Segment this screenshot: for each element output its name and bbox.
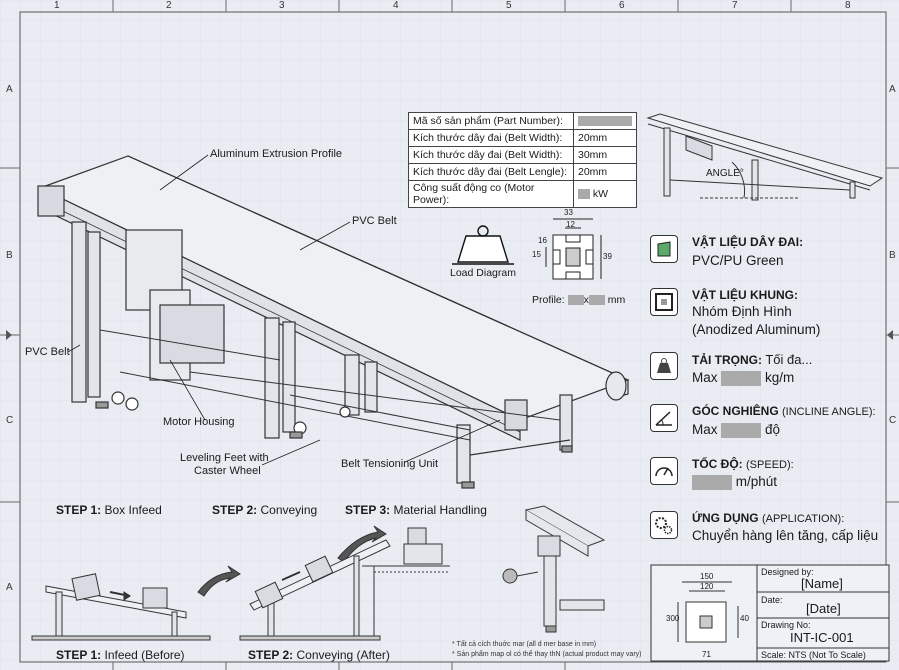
callout-profile: Aluminum Extrusion Profile: [210, 148, 343, 160]
callout-pvc-belt-left: PVC Belt: [25, 346, 70, 358]
property-heading: VẬT LIỆU DÂY ĐAI:: [692, 235, 804, 249]
profile-dim-side2: 15: [532, 250, 541, 259]
spec-label: Kích thước dây đai (Belt Lengle):: [408, 163, 574, 181]
spec-row: Kích thước dây đai (Belt Lengle):20mm: [408, 163, 637, 181]
bracket-detail: [502, 505, 606, 633]
spec-value: 30mm: [573, 146, 637, 164]
spec-label: Kích thước dây đai (Belt Width):: [408, 146, 574, 164]
date-label: Date:: [761, 595, 783, 605]
placeholder-box: [578, 116, 632, 127]
ruler-col-8: 8: [845, 0, 851, 11]
step-top-3: STEP 3: Material Handling: [345, 503, 487, 517]
incline-angle-icon: [650, 404, 678, 432]
load-diagram-weight: [452, 225, 514, 265]
title-block: [650, 564, 890, 662]
tb-dim-h1: 300: [666, 614, 680, 623]
spec-value: 20mm: [573, 163, 637, 181]
step-top-2: STEP 2: Conveying: [212, 503, 318, 517]
belt-material-icon: [650, 235, 678, 263]
tb-dim-w2: 120: [700, 582, 714, 591]
placeholder-box: [578, 189, 590, 200]
property-heading: TỐC ĐỘ: (SPEED):: [692, 457, 794, 471]
tb-dim-h2: 40: [740, 614, 749, 623]
profile-size-label: Profile: x mm: [532, 294, 626, 306]
designed-by-value: [Name]: [801, 576, 843, 591]
callout-leveling-feet: Leveling Feet with: [180, 452, 269, 464]
ruler-row-c: C: [6, 415, 14, 426]
property-heading: VẬT LIỆU KHUNG:: [692, 288, 798, 302]
ruler-row-a2: A: [6, 582, 13, 593]
property-value: PVC/PU Green: [692, 253, 784, 268]
profile-dim-inner: 12: [566, 220, 575, 229]
ruler-col-3: 3: [279, 0, 285, 11]
load-diagram-label: Load Diagram: [450, 267, 516, 279]
designed-by-label: Designed by:: [761, 567, 814, 577]
date-value: [Date]: [806, 601, 841, 616]
callout-caster-wheel: Caster Wheel: [194, 465, 261, 477]
property-value: (Anodized Aluminum): [692, 322, 821, 337]
property-heading: GÓC NGHIÊNG (INCLINE ANGLE):: [692, 404, 876, 418]
spec-label: Kích thước dây đai (Belt Width):: [408, 129, 574, 147]
incline-inset: [646, 113, 884, 201]
ruler-row-a: A: [6, 84, 13, 95]
property-value: Max kg/m: [692, 370, 795, 386]
footnote-2: * Sản phẩm map ol có thể thay thN (actua…: [452, 651, 642, 658]
ruler-row-c-right: C: [889, 415, 897, 426]
tb-dim-w1: 150: [700, 572, 714, 581]
property-heading: TẢI TRỌNG: Tối đa...: [692, 352, 813, 367]
spec-table: Mã số sản phẩm (Part Number): Kích thước…: [408, 112, 637, 208]
frame-material-icon: [650, 288, 678, 316]
load-weight-icon: [650, 352, 678, 380]
property-value: Chuyển hàng lên tăng, cấp liệu: [692, 528, 879, 543]
callout-angle: ANGLE°: [706, 168, 744, 179]
property-value: Nhóm Định Hình: [692, 304, 792, 319]
profile-dim-side: 16: [538, 236, 547, 245]
spec-row: Kích thước dây đai (Belt Width):20mm: [408, 129, 637, 147]
tb-dim-b: 71: [702, 650, 711, 659]
ruler-col-2: 2: [166, 0, 172, 11]
drawing-no-value: INT-IC-001: [790, 630, 854, 645]
profile-dim-width: 33: [564, 208, 573, 217]
profile-cross-section: [545, 218, 602, 280]
property-value: Max độ: [692, 422, 781, 438]
ruler-col-1: 1: [54, 0, 60, 11]
callout-motor-housing: Motor Housing: [163, 416, 235, 428]
property-value: m/phút: [692, 474, 777, 490]
ruler-col-6: 6: [619, 0, 625, 11]
drawing-no-label: Drawing No:: [761, 620, 811, 630]
ruler-col-7: 7: [732, 0, 738, 11]
spec-value: [573, 112, 637, 130]
ruler-row-a-right: A: [889, 84, 896, 95]
gears-icon: [650, 511, 678, 539]
spec-row: Kích thước dây đai (Belt Width):30mm: [408, 146, 637, 164]
ruler-row-b-right: B: [889, 250, 896, 261]
main-conveyor: [37, 155, 630, 489]
spec-label: Mã số sản phẩm (Part Number):: [408, 112, 574, 130]
step-top-1: STEP 1: Box Infeed: [56, 503, 162, 517]
spec-value: kW: [573, 180, 637, 208]
profile-dim-height: 39: [603, 252, 612, 261]
spec-label: Công suất động co (Motor Power):: [408, 180, 574, 208]
spec-value: 20mm: [573, 129, 637, 147]
step-sketches: [31, 525, 450, 641]
spec-row: Mã số sản phẩm (Part Number):: [408, 112, 637, 130]
callout-leaders: [67, 154, 501, 466]
step-bottom-2: STEP 2: Conveying (After): [248, 648, 390, 662]
speed-gauge-icon: [650, 457, 678, 485]
footnote-1: * Tất cả cích thuớc mar (all d mer base …: [452, 641, 597, 648]
scale-text: Scale: NTS (Not To Scale): [761, 650, 866, 660]
step-bottom-1: STEP 1: Infeed (Before): [56, 648, 185, 662]
ruler-col-5: 5: [506, 0, 512, 11]
callout-pvc-belt-top: PVC Belt: [352, 215, 397, 227]
ruler-col-4: 4: [393, 0, 399, 11]
ruler-row-b: B: [6, 250, 13, 261]
property-heading: ỨNG DỤNG (APPLICATION):: [692, 511, 845, 525]
callout-tensioning: Belt Tensioning Unit: [341, 458, 439, 470]
spec-row: Công suất động co (Motor Power): kW: [408, 180, 637, 208]
